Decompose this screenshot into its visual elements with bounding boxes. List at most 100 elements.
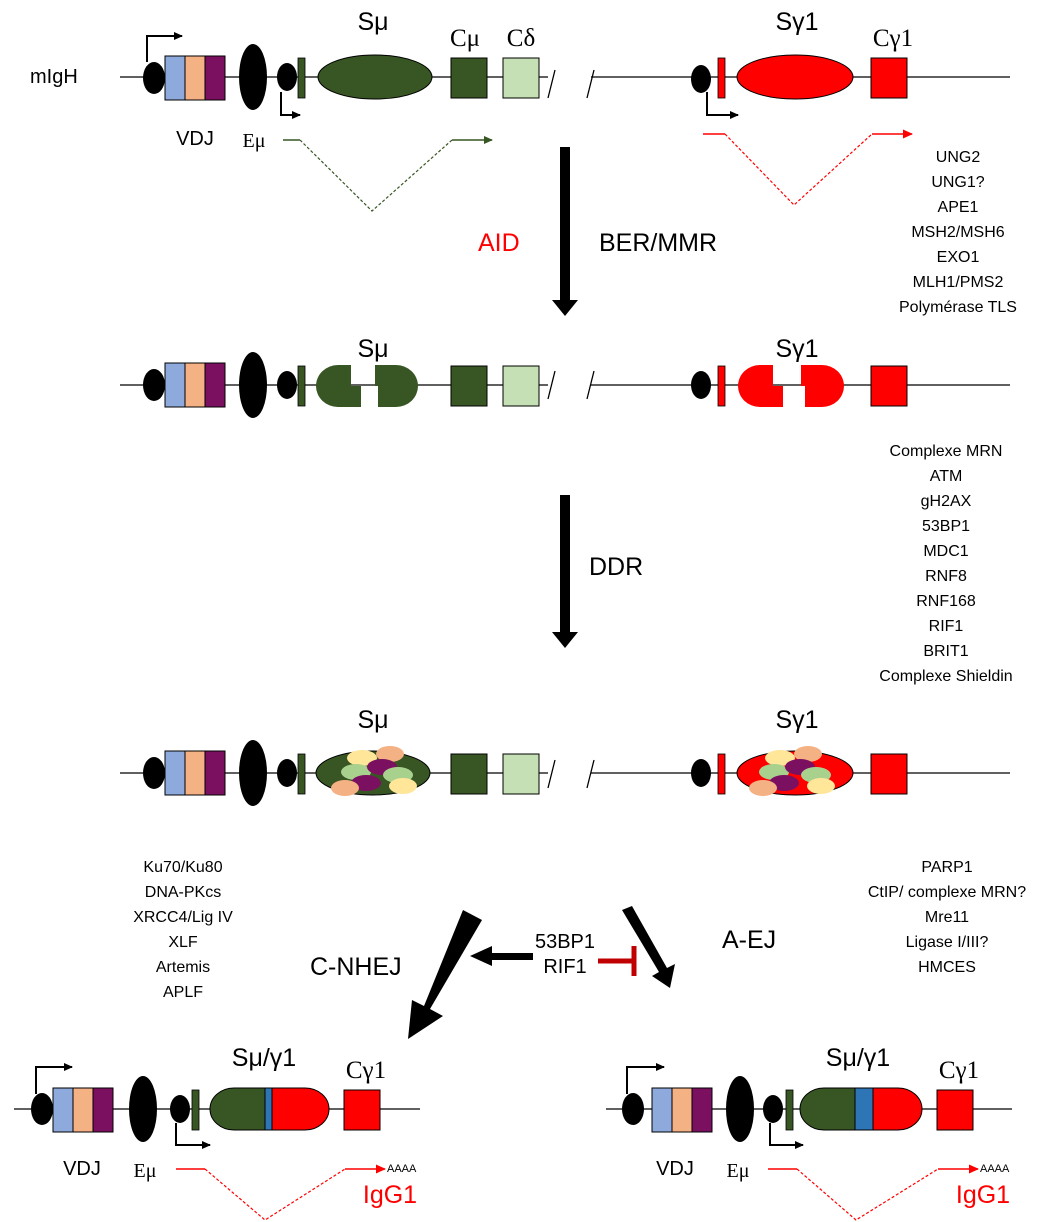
repair-protein-blob bbox=[749, 780, 777, 796]
break-mark bbox=[547, 370, 556, 400]
factor-item: XRCC4/Lig IV bbox=[133, 909, 233, 926]
c-nhej-factor-list: Ku70/Ku80 DNA-PKcs XRCC4/Lig IV XLF Arte… bbox=[133, 859, 233, 1001]
vdj-label: VDJ bbox=[656, 1158, 694, 1180]
germline-mu-arrow bbox=[280, 92, 301, 119]
j-segment bbox=[691, 1087, 713, 1133]
i-gamma1-exon bbox=[717, 365, 726, 407]
break-mark bbox=[547, 759, 556, 789]
factor-item: MSH2/MSH6 bbox=[911, 224, 1004, 241]
c-gamma1-exon bbox=[870, 57, 908, 99]
repair-protein-blob bbox=[765, 750, 795, 766]
a-ej-arrow bbox=[622, 906, 675, 988]
d-segment bbox=[184, 55, 206, 101]
ber-mmr-label: BER/MMR bbox=[599, 229, 717, 257]
repair-protein-cluster bbox=[331, 746, 417, 796]
v-segment bbox=[164, 55, 186, 101]
mu-splice-path bbox=[299, 139, 453, 212]
vdj-transcription-arrow bbox=[626, 1063, 665, 1094]
splice-path bbox=[796, 1168, 939, 1221]
factor-item: Complexe MRN bbox=[890, 443, 1003, 460]
c-gamma1-label: Cγ1 bbox=[873, 25, 913, 52]
c-delta-label: Cδ bbox=[507, 25, 535, 52]
break-mark bbox=[547, 69, 556, 99]
ddr-arrow bbox=[552, 495, 578, 648]
v-segment bbox=[52, 1087, 74, 1133]
v-promoter bbox=[31, 1093, 53, 1125]
igg1-label: IgG1 bbox=[956, 1181, 1010, 1209]
e-mu-label: Eμ bbox=[243, 130, 266, 152]
v-promoter bbox=[622, 1093, 644, 1125]
factor-item: PARP1 bbox=[921, 859, 972, 876]
product-a-ej: Sμ/γ1 Cγ1 VDJ Eμ AAAA IgG1 bbox=[606, 1044, 1012, 1221]
factor-item: UNG1? bbox=[931, 174, 984, 191]
s-mu-broken-left bbox=[316, 365, 361, 407]
c-mu-exon bbox=[450, 365, 488, 407]
s-gamma1-broken-right bbox=[801, 365, 844, 407]
j-segment bbox=[204, 55, 226, 101]
poly-a-label: AAAA bbox=[980, 1163, 1010, 1175]
factor-item: 53BP1 bbox=[922, 518, 970, 535]
step-aid: AID BER/MMR bbox=[478, 147, 717, 316]
switch-region-label: Sμ/γ1 bbox=[232, 1044, 296, 1072]
i-gamma1-exon bbox=[717, 57, 726, 99]
row-double-strand-breaks: Sμ Sγ1 bbox=[120, 335, 1010, 418]
splice-path bbox=[204, 1168, 346, 1221]
vdj-label: VDJ bbox=[63, 1158, 101, 1180]
s-mu-broken-right bbox=[375, 365, 418, 407]
factor-item: APE1 bbox=[938, 199, 979, 216]
factor-item: ATM bbox=[930, 468, 963, 485]
factor-item: Mre11 bbox=[925, 909, 969, 926]
switch-junction bbox=[264, 1087, 273, 1131]
row-ddr-foci: Sμ Sγ1 bbox=[120, 706, 1010, 806]
c-nhej-arrow bbox=[408, 910, 482, 1039]
c-gamma1-exon bbox=[343, 1089, 381, 1131]
factor-item: MDC1 bbox=[923, 543, 968, 560]
e-mu-enhancer bbox=[239, 44, 267, 110]
c-delta-exon bbox=[502, 57, 540, 99]
transcription-arrow bbox=[175, 1123, 211, 1149]
factor-item: RNF168 bbox=[916, 593, 976, 610]
ber-mmr-factor-list: UNG2 UNG1? APE1 MSH2/MSH6 EXO1 MLH1/PMS2… bbox=[899, 149, 1017, 316]
row-germline: mIgH Sμ Cμ Cδ Sγ1 Cγ1 VDJ Eμ bbox=[30, 8, 1010, 212]
c-mu-label: Cμ bbox=[450, 25, 480, 52]
poly-a-label: AAAA bbox=[387, 1163, 417, 1175]
c-delta-exon bbox=[502, 753, 540, 795]
ddr-label: DDR bbox=[589, 553, 643, 581]
j-segment bbox=[204, 750, 226, 796]
factor-item: EXO1 bbox=[937, 249, 980, 266]
repair-protein-blob bbox=[376, 746, 404, 762]
s-gamma1-label: Sγ1 bbox=[775, 8, 818, 36]
germline-gamma1-arrow bbox=[706, 92, 739, 119]
s-gamma1-label: Sγ1 bbox=[775, 335, 818, 363]
repair-protein-blob bbox=[331, 780, 359, 796]
v-promoter bbox=[143, 757, 165, 789]
c-delta-exon bbox=[502, 365, 540, 407]
c-mu-exon bbox=[450, 57, 488, 99]
inhibitor-label-53bp1: 53BP1 bbox=[535, 931, 595, 953]
switch-junction-microhomology bbox=[854, 1087, 874, 1131]
aid-arrow bbox=[552, 147, 578, 316]
break-mark bbox=[586, 370, 595, 400]
e-mu-enhancer bbox=[239, 740, 267, 806]
repair-protein-cluster bbox=[749, 746, 835, 796]
repair-protein-blob bbox=[347, 750, 377, 766]
gamma1-splice-path bbox=[724, 133, 873, 206]
e-mu-label: Eμ bbox=[727, 1160, 750, 1182]
factor-item: CtIP/ complexe MRN? bbox=[868, 884, 1026, 901]
factor-item: Polymérase TLS bbox=[899, 299, 1017, 316]
break-mark bbox=[586, 759, 595, 789]
igg1-label: IgG1 bbox=[363, 1181, 417, 1209]
inhibitor-label-rif1: RIF1 bbox=[543, 956, 586, 978]
d-segment bbox=[184, 362, 206, 408]
e-mu-enhancer bbox=[726, 1076, 754, 1142]
v-segment bbox=[651, 1087, 673, 1133]
locus-label: mIgH bbox=[30, 66, 78, 88]
c-gamma1-label: Cγ1 bbox=[939, 1057, 979, 1084]
i-mu-exon bbox=[297, 753, 306, 795]
ddr-factor-list: Complexe MRN ATM gH2AX 53BP1 MDC1 RNF8 R… bbox=[879, 443, 1012, 685]
repair-protein-blob bbox=[389, 778, 417, 794]
v-segment bbox=[164, 362, 186, 408]
s-gamma1-hybrid-half bbox=[271, 1087, 330, 1131]
factor-item: APLF bbox=[163, 984, 203, 1001]
